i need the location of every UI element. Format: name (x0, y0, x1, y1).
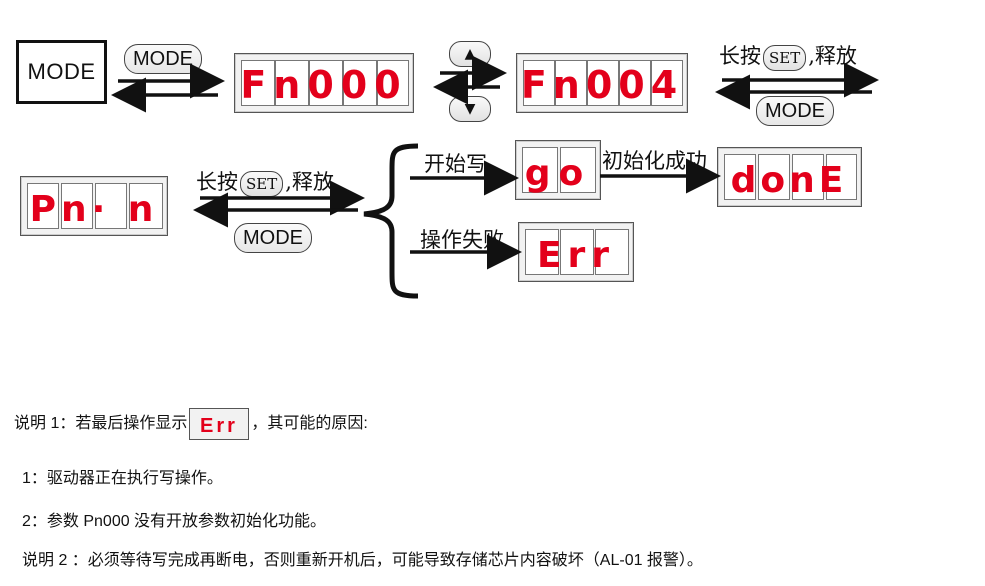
display-fn004-text: Fn004 (521, 63, 683, 107)
brace (363, 143, 419, 299)
flow-arrows (111, 55, 879, 299)
note-2: 说明 2 ：必须等待写完成再断电，否则重新开机后，可能导致存储芯片内容破坏（AL… (22, 552, 703, 569)
display-fn000-text: Fn000 (240, 63, 407, 107)
display-fn004: Fn004 (516, 53, 688, 113)
svg-text:Err: Err (200, 415, 238, 437)
mode-key[interactable]: MODE (16, 40, 107, 104)
display-pnin: Pn· n (20, 176, 168, 236)
set-pill-2: SET (240, 170, 284, 197)
mode-key-label: MODE (27, 59, 96, 84)
display-err: Err (518, 222, 634, 282)
down-arrow-icon: ▼ (464, 101, 476, 117)
display-done: donE (717, 147, 862, 207)
mode-pill-3-label: MODE (243, 226, 303, 249)
note-err-display: Err (189, 408, 250, 440)
svg-text:Fn004: Fn004 (521, 63, 683, 107)
mode-pill-2: MODE (756, 96, 834, 126)
display-done-text: donE (731, 160, 848, 201)
start-write-label: 开始写 (424, 152, 487, 176)
mode-pill-3: MODE (234, 223, 312, 253)
note-item-2: 2：参数 Pn000 没有开放参数初始化功能。 (22, 513, 327, 530)
display-go: go (515, 140, 601, 200)
note-item-1: 1：驱动器正在执行写操作。 (22, 470, 223, 487)
display-go-text: go (525, 153, 592, 194)
display-fn000: Fn000 (234, 53, 414, 113)
note-1: 说明 1：若最后操作显示 Err ，其可能的原因: (14, 408, 368, 440)
svg-text:Pn· n: Pn· n (30, 189, 159, 230)
svg-text:go: go (525, 153, 592, 194)
up-arrow-icon: ▲ (464, 46, 476, 62)
svg-text:Err: Err (537, 235, 615, 276)
set-pill-1: SET (763, 44, 807, 71)
display-pnin-text: Pn· n (30, 189, 159, 230)
svg-text:donE: donE (731, 160, 848, 201)
mode-pill-1-label: MODE (133, 47, 193, 70)
mode-pill-1: MODE (124, 44, 202, 74)
display-err-text: Err (537, 235, 615, 276)
mode-pill-2-label: MODE (765, 99, 825, 122)
svg-text:Fn000: Fn000 (240, 63, 407, 107)
